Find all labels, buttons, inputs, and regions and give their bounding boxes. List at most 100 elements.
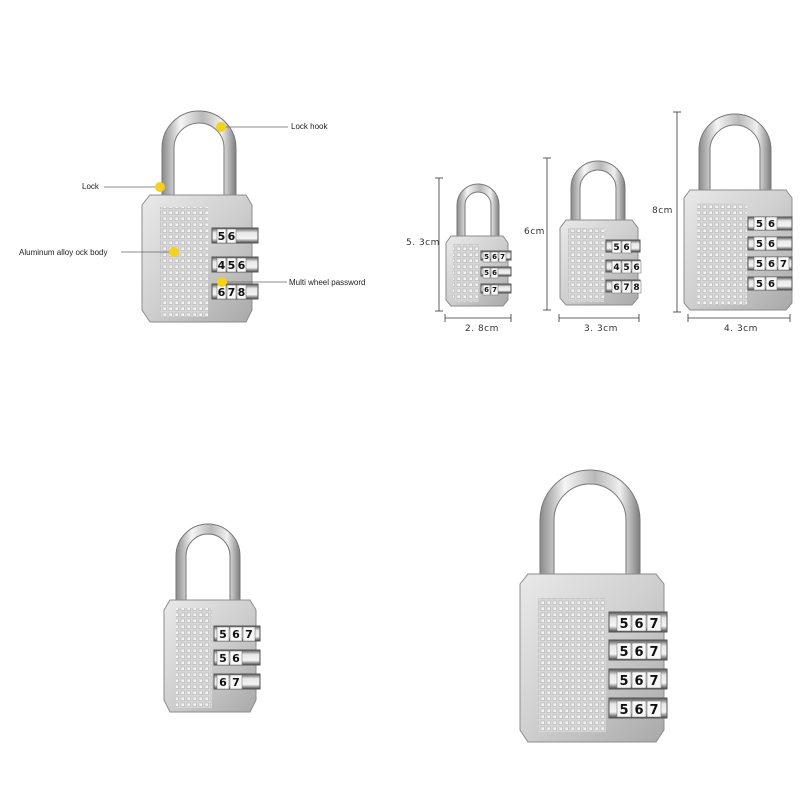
dial-digit: 8 [633,283,639,293]
dial-wheel [216,674,230,690]
dim-large-height: 8cm [652,206,673,216]
dial-wheel [229,674,243,690]
dial-digit: 5 [619,703,628,718]
dial-wheel [753,256,766,271]
dial-wheel [216,228,227,244]
dial-wheel [646,671,662,689]
bottom-left-padlock [163,523,261,713]
dial-wheel [490,284,499,296]
dial-wheel [236,284,247,300]
dial-digit: 6 [492,269,497,277]
dial-digit: 6 [768,279,775,290]
knurled-panel [160,207,208,317]
dial-digit: 6 [218,286,226,299]
dial-digit: 6 [492,253,497,261]
callout-dot-body [169,247,179,257]
dial-wheel [753,236,766,251]
dial-digit: 7 [623,283,629,293]
dial-wheel [616,614,632,632]
dial-wheel [765,256,778,271]
dial-wheel [229,626,243,642]
dial-wheel [621,260,632,274]
dial-wheel [482,284,491,296]
dial-wheel [753,216,766,231]
dial-wheel [482,267,491,279]
dial-digit: 6 [484,286,489,294]
small-dimension-lines [435,177,512,322]
dial-digit: 7 [780,259,787,270]
dial-wheel [611,240,622,254]
dial-wheel [216,626,230,642]
dial-digit: 5 [756,259,763,270]
dial-digit: 7 [492,286,497,294]
dial-wheel [646,614,662,632]
dial-wheel [631,700,647,718]
dial-digit: 5 [219,628,227,641]
dial-digit: 5 [613,243,619,253]
dial-digit: 7 [500,253,505,261]
dial-digit: 5 [228,259,236,272]
dial-digit: 6 [634,617,643,632]
dial-digit: 5 [484,269,489,277]
dial-wheel [616,642,632,660]
dial-digit: 6 [768,259,775,270]
dial-digit: 6 [623,243,629,253]
dial-digit: 6 [613,283,619,293]
dial-digit: 6 [634,674,643,689]
callout-lock: Lock [82,182,99,191]
dial-wheel [226,228,237,244]
dial-wheel [646,700,662,718]
dial-digit: 5 [619,617,628,632]
dial-wheel [631,671,647,689]
dial-digit: 4 [613,263,619,273]
dial-digit: 5 [484,253,489,261]
dial-wheel [216,650,230,666]
dial-wheel [236,257,247,273]
dial-wheel [777,256,790,271]
dial-digit: 5 [756,239,763,250]
dial-wheel [226,257,237,273]
dial-wheel [621,280,632,294]
dial-digit: 5 [218,230,226,243]
dim-medium-width: 3. 3cm [584,324,618,334]
small-padlock [445,183,512,307]
dial-digit: 6 [232,628,240,641]
dial-wheel [616,700,632,718]
dim-large-width: 4. 3cm [724,324,758,334]
dial-wheel [216,257,227,273]
dial-wheel [765,216,778,231]
dial-digit: 7 [649,645,658,660]
dial-wheel [631,280,642,294]
dial-digit: 6 [228,230,236,243]
dial-digit: 5 [219,652,227,665]
dial-digit: 6 [634,703,643,718]
dim-small-height: 5. 3cm [406,238,440,248]
dial-digit: 5 [619,674,628,689]
dial-wheel [490,267,499,279]
dial-digit: 6 [768,219,775,230]
dial-digit: 5 [619,645,628,660]
callout-lock-hook: Lock hook [291,122,328,131]
dial-digit: 6 [232,652,240,665]
lock-shackle [161,110,237,198]
dial-digit: 7 [649,617,658,632]
dial-wheel [631,642,647,660]
dial-digit: 7 [245,628,253,641]
dial-wheel [765,236,778,251]
dial-digit: 4 [218,259,226,272]
large-dimension-lines [673,111,791,322]
dial-wheel [753,276,766,291]
dial-digit: 6 [634,645,643,660]
callout-lines [104,126,288,283]
dial-wheel [611,280,622,294]
dial-digit: 5 [756,279,763,290]
dial-digit: 7 [649,703,658,718]
dial-wheel [621,240,632,254]
dim-small-width: 2. 8cm [465,324,499,334]
callout-body: Aluminum alloy ock body [19,248,108,257]
dial-wheel [631,260,642,274]
callout-dot-lock [155,182,165,192]
dial-digit: 5 [756,219,763,230]
